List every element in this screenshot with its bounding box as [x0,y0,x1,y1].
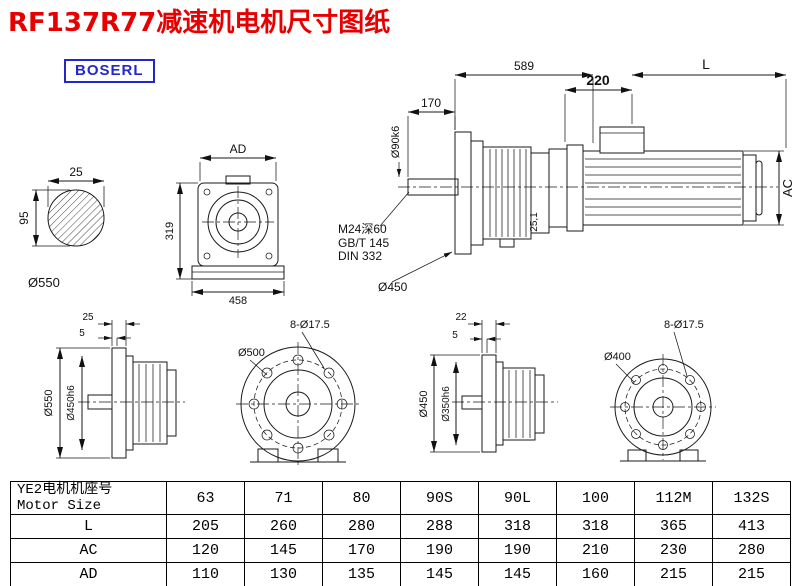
col-header: 71 [244,481,323,515]
output-flange-face-view-2: 8-Ø17.5 Ø400 [604,319,716,462]
cell: 215 [634,562,713,586]
row-label: L [10,514,167,539]
cell: 170 [322,538,401,563]
dim-front-ad: AD [230,142,247,156]
dim-flange2-spigot: Ø350h6 [441,386,452,422]
cell: 145 [400,562,479,586]
dim-flange1-bolt-circle: Ø500 [238,347,265,359]
table-header-en: Motor Size [17,498,102,514]
dim-flange1-holes: 8-Ø17.5 [290,319,330,331]
dim-motor-length-l: L [702,56,710,72]
col-header: 132S [712,481,791,515]
col-header: 112M [634,481,713,515]
motor-side-view: L 220 AC [548,56,795,232]
dim-motor-front-length: 220 [586,72,610,88]
cell: 318 [556,514,635,539]
center-hole-standard-din: DIN 332 [338,249,382,263]
dim-side-total-length: 589 [514,59,534,73]
dim-flange2-od: Ø450 [418,391,430,418]
boserl-logo-text: BOSERL [75,62,144,79]
output-flange-side-view-1: 25 5 Ø550 Ø450h6 [43,312,185,459]
cell: 160 [556,562,635,586]
dim-section-width: 25 [69,165,83,179]
cell: 318 [478,514,557,539]
dim-front-height: 319 [164,222,176,240]
reducer-side-view: 589 170 Ø90k6 M24深60 GB/T 145 DIN 332 Ø4… [338,59,778,294]
table-row-ac: AC 120 145 170 190 190 210 230 280 [10,538,791,563]
cell: 110 [166,562,245,586]
row-label: AC [10,538,167,563]
center-hole-standard-gb: GB/T 145 [338,236,389,250]
dim-motor-ac: AC [780,179,795,197]
output-flange-side-view-2: 22 5 Ø450 Ø350h6 [418,312,558,453]
dim-flange2-holes: 8-Ø17.5 [664,319,704,331]
dim-flange1-od: Ø550 [43,390,55,417]
dim-section-height: 95 [17,211,31,225]
cell: 230 [634,538,713,563]
table-header-cell: YE2电机机座号 Motor Size [10,481,167,515]
table-header-row: YE2电机机座号 Motor Size 63 71 80 90S 90L 100… [10,481,791,515]
technical-drawing: 25 95 Ø550 AD [17,56,795,466]
dim-flange2-thickness: 22 [455,312,467,323]
cell: 280 [322,514,401,539]
row-label: AD [10,562,167,586]
cell: 280 [712,538,791,563]
cell: 145 [244,538,323,563]
cell: 413 [712,514,791,539]
table-header-cn: YE2电机机座号 [17,482,113,498]
dim-output-flange-diameter: Ø450 [378,280,408,294]
dim-flange1-step: 5 [79,328,85,339]
dim-flange1-thickness: 25 [82,312,94,323]
gearbox-front-view: AD 319 458 [164,142,285,307]
boserl-logo: BOSERL [64,59,155,83]
motor-size-table: YE2电机机座号 Motor Size 63 71 80 90S 90L 100… [10,481,791,586]
page-title: RF137R77减速机电机尺寸图纸 [8,8,391,38]
cell: 190 [478,538,557,563]
dim-key-height: 25,1 [529,212,540,232]
shaft-section-view: 25 95 Ø550 [17,165,105,290]
dim-front-width: 458 [229,295,247,307]
cell: 215 [712,562,791,586]
dim-flange1-spigot: Ø450h6 [66,385,77,421]
col-header: 90L [478,481,557,515]
cell: 210 [556,538,635,563]
cell: 120 [166,538,245,563]
cell: 260 [244,514,323,539]
dim-section-diameter: Ø550 [28,275,60,290]
cell: 135 [322,562,401,586]
cell: 365 [634,514,713,539]
cell: 288 [400,514,479,539]
cell: 145 [478,562,557,586]
col-header: 80 [322,481,401,515]
cell: 205 [166,514,245,539]
table-row-ad: AD 110 130 135 145 145 160 215 215 [10,562,791,586]
dim-tapped-hole: M24深60 [338,222,387,236]
col-header: 63 [166,481,245,515]
dim-flange2-bolt-circle: Ø400 [604,351,631,363]
col-header: 100 [556,481,635,515]
col-header: 90S [400,481,479,515]
cell: 190 [400,538,479,563]
dim-shaft-length: 170 [421,96,441,110]
output-flange-face-view-1: 8-Ø17.5 Ø500 [236,319,360,466]
table-row-l: L 205 260 280 288 318 318 365 413 [10,514,791,539]
dim-flange2-step: 5 [452,330,458,341]
cell: 130 [244,562,323,586]
dim-shaft-diameter: Ø90k6 [390,126,402,158]
